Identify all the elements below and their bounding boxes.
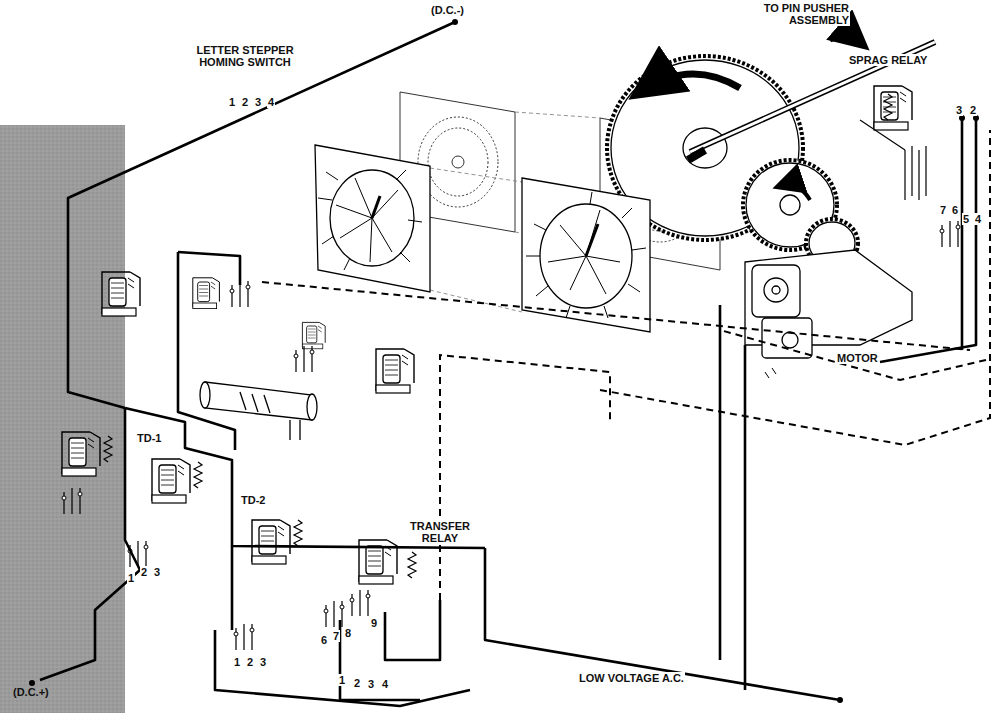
terminal-number: 6 <box>951 204 959 216</box>
terminal-number: 1 <box>228 96 236 108</box>
terminal-number: 1 <box>127 572 135 584</box>
terminal-number: 2 <box>241 96 249 108</box>
terminal-number: 1 <box>233 656 241 668</box>
terminal-number: 2 <box>246 656 254 668</box>
terminal-number: 3 <box>254 96 262 108</box>
terminal-number: 3 <box>367 678 375 690</box>
terminal-number: 8 <box>344 627 352 639</box>
part-label: LETTER STEPPER HOMING SWITCH <box>186 44 304 68</box>
part-label: (D.C.-) <box>430 4 465 16</box>
terminal-number: 9 <box>370 617 378 629</box>
part-label: TD-1 <box>136 432 162 444</box>
terminal-number: 3 <box>259 656 267 668</box>
part-label: TD-2 <box>240 494 266 506</box>
part-label: (D.C.+) <box>12 686 50 698</box>
terminal-number: 4 <box>381 678 389 690</box>
terminal-number: 2 <box>140 566 148 578</box>
part-label: LOW VOLTAGE A.C. <box>578 672 685 684</box>
terminal-number: 1 <box>338 674 346 686</box>
part-label: TO PIN PUSHER ASSEMBLY <box>748 2 850 26</box>
part-label: SPRAG RELAY <box>848 54 928 66</box>
terminal-number: 4 <box>974 213 982 225</box>
terminal-number: 2 <box>969 104 977 116</box>
terminal-number: 7 <box>939 204 947 216</box>
terminal-number: 5 <box>962 213 970 225</box>
terminal-number: 3 <box>955 104 963 116</box>
part-label: MOTOR <box>836 352 879 364</box>
terminal-number: 2 <box>353 677 361 689</box>
terminal-number: 4 <box>267 96 275 108</box>
terminal-number: 3 <box>153 566 161 578</box>
terminal-number: 7 <box>332 630 340 642</box>
part-label: TRANSFER RELAY <box>404 520 476 544</box>
terminal-number: 6 <box>320 634 328 646</box>
